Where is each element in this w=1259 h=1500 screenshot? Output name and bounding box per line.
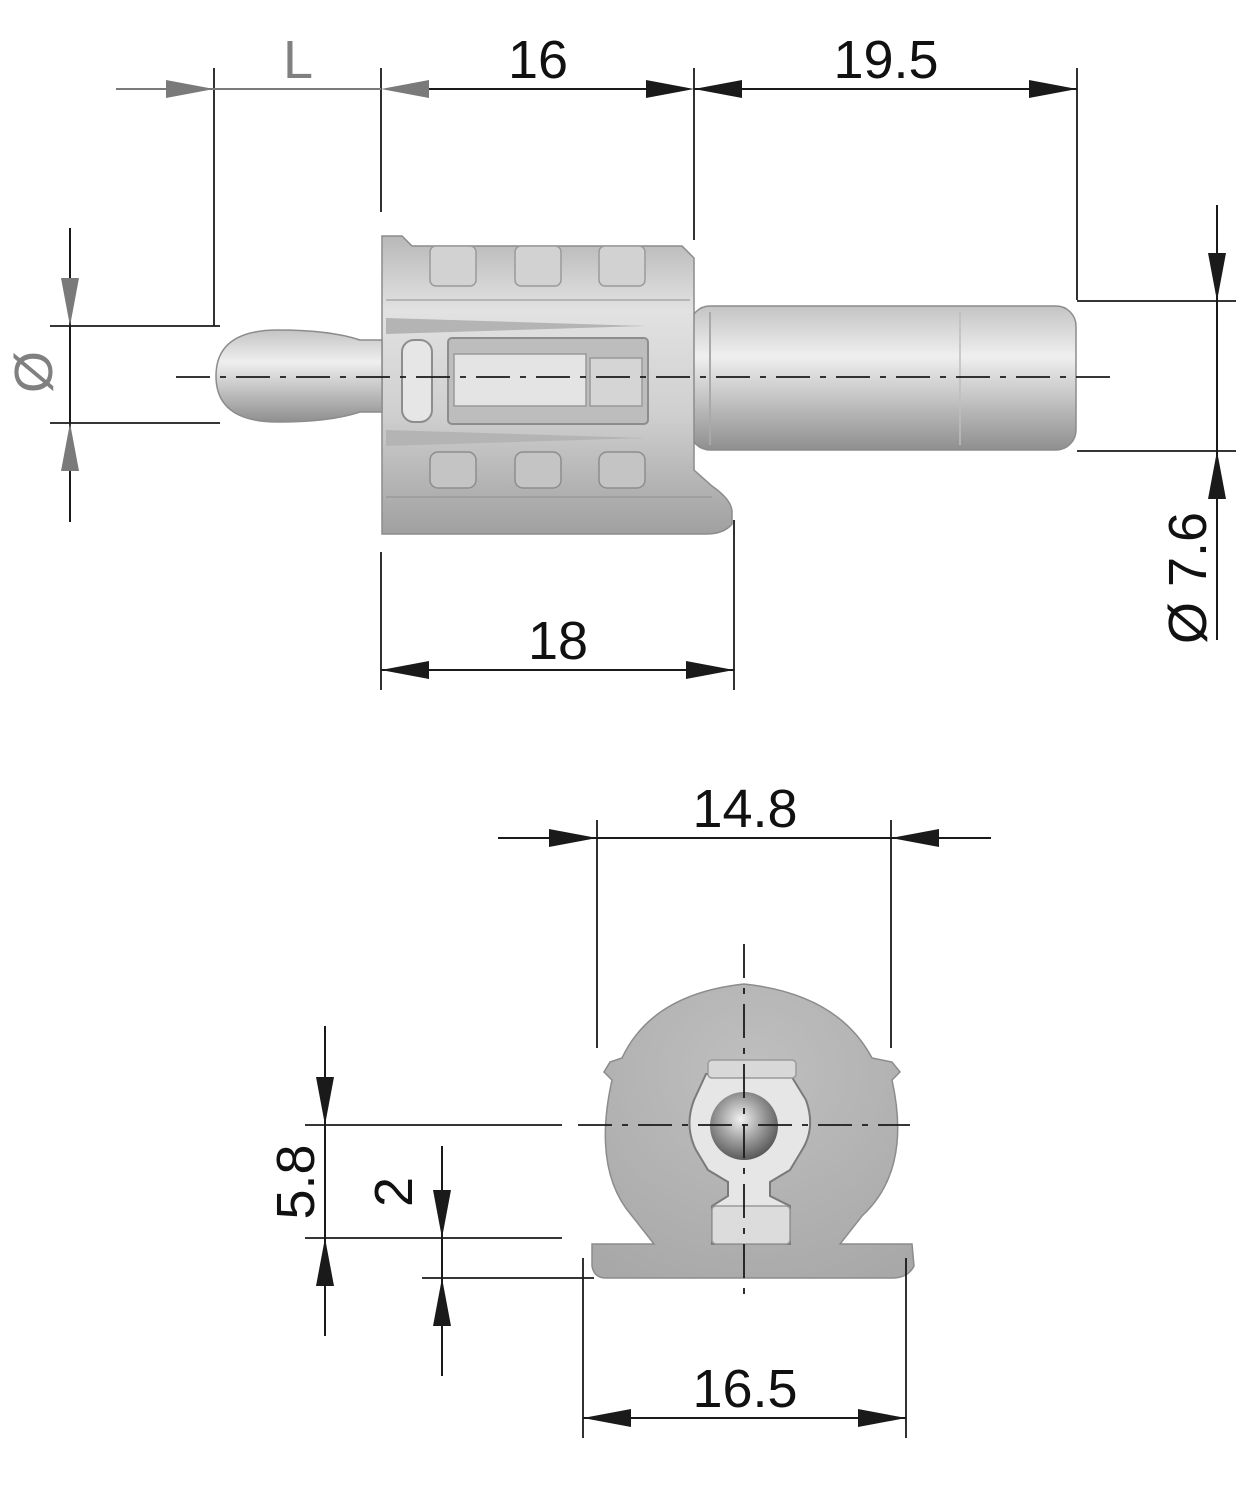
side-view: L 16 19.5 Ø <box>4 30 1236 690</box>
dim-label-2: 2 <box>364 1177 424 1207</box>
dim-label-19-5: 19.5 <box>833 30 938 90</box>
end-view: 14.8 16.5 5.8 2 <box>266 779 991 1438</box>
connector-body <box>381 235 733 535</box>
dim-label-16-5: 16.5 <box>692 1359 797 1419</box>
pin-nose <box>215 329 383 423</box>
end-profile <box>591 983 915 1279</box>
dimension-19-5: 19.5 <box>694 30 1077 98</box>
dimension-2: 2 <box>364 1146 594 1376</box>
dim-label-18: 18 <box>528 611 588 671</box>
dimension-pin-diameter: Ø <box>4 228 220 522</box>
dim-label-5-8: 5.8 <box>266 1144 326 1219</box>
dimension-14-8: 14.8 <box>498 779 991 1048</box>
dimension-18: 18 <box>380 520 735 690</box>
dim-label-L: L <box>283 30 313 90</box>
sleeve-cylinder <box>689 305 1077 451</box>
dim-label-14-8: 14.8 <box>692 779 797 839</box>
dim-label-16: 16 <box>508 30 568 90</box>
dimension-5-8: 5.8 <box>266 1026 562 1336</box>
dimension-L: L <box>116 30 429 98</box>
dimension-16-5: 16.5 <box>582 1258 907 1438</box>
dimension-16: 16 <box>429 30 694 98</box>
dim-label-sleeve-diameter: Ø 7.6 <box>1158 512 1218 644</box>
dimension-sleeve-diameter: Ø 7.6 <box>1077 205 1236 644</box>
dim-label-pin-diameter: Ø <box>4 351 64 393</box>
